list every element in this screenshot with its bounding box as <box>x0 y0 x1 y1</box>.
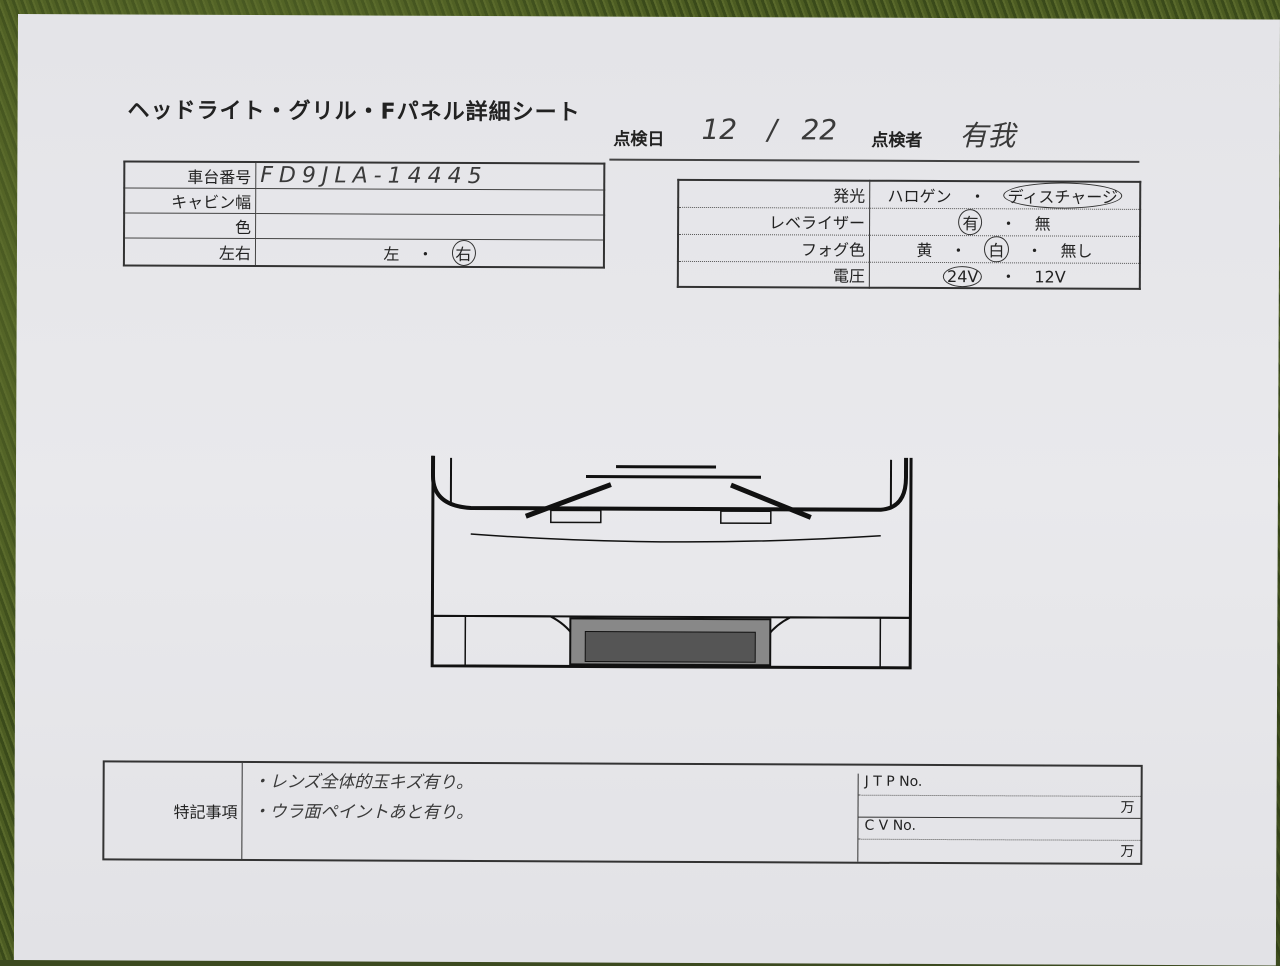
date-separator: / <box>767 113 778 147</box>
remark-line-1: ・レンズ全体的玉キズ有り。 <box>252 772 474 793</box>
remarks-section: 特記事項 ・レンズ全体的玉キズ有り。 ・ウラ面ペイントあと有り。 J T P N… <box>102 760 1143 865</box>
option-halogen: ハロゲン <box>887 186 952 207</box>
number-fields: J T P No. 万 C V No. 万 <box>857 773 1141 863</box>
color-label: 色 <box>124 212 256 239</box>
date-label: 点検日 <box>613 129 665 150</box>
inspector-label: 点検者 <box>871 130 923 151</box>
option-leveler-no: 無 <box>1034 214 1051 234</box>
voltage-label: 電圧 <box>677 261 870 288</box>
inspector-name: 有我 <box>959 119 1016 153</box>
chassis-number-label: 車台番号 <box>124 161 256 189</box>
side-option-right-circled: 右 <box>451 239 476 266</box>
leveler-label: レベライザー <box>678 207 870 236</box>
chassis-number-value: FD9JLA-14445 <box>255 162 605 191</box>
truck-front-panel-drawing <box>430 455 913 670</box>
side-label: 左右 <box>123 237 256 267</box>
cabin-width-value <box>255 188 605 216</box>
cv-number-label: C V No. <box>858 817 1141 841</box>
cv-unit: 万 <box>1120 843 1135 860</box>
option-12v: 12V <box>1034 267 1066 287</box>
fog-color-label: フォグ色 <box>677 234 870 263</box>
jtp-unit: 万 <box>858 795 1141 819</box>
date-month: 12 <box>701 112 738 147</box>
option-fog-none: 無し <box>1060 241 1093 261</box>
color-value <box>255 213 605 241</box>
inspection-header: 点検日 12 / 22 点検者 有我 <box>609 112 1140 163</box>
jtp-number-label: J T P No. <box>858 773 1141 797</box>
side-option-left: 左 <box>383 244 400 264</box>
date-day: 22 <box>801 113 838 147</box>
remark-line-2: ・ウラ面ペイントあと有り。 <box>252 802 474 823</box>
light-type-label: 発光 <box>678 179 870 209</box>
option-fog-yellow: 黄 <box>916 240 933 260</box>
sheet-title: ヘッドライト・グリル・Fパネル詳細シート <box>127 98 581 126</box>
cabin-width-label: キャビン幅 <box>124 187 256 214</box>
remarks-label: 特記事項 <box>104 762 243 859</box>
option-fog-white-circled: 白 <box>984 236 1009 263</box>
option-discharge-circled: ディスチャージ <box>1003 182 1122 209</box>
option-leveler-yes-circled: 有 <box>958 209 983 236</box>
option-24v-circled: 24V <box>942 266 983 288</box>
inspection-sheet: ヘッドライト・グリル・Fパネル詳細シート 点検日 12 / 22 点検者 有我 … <box>13 14 1280 966</box>
